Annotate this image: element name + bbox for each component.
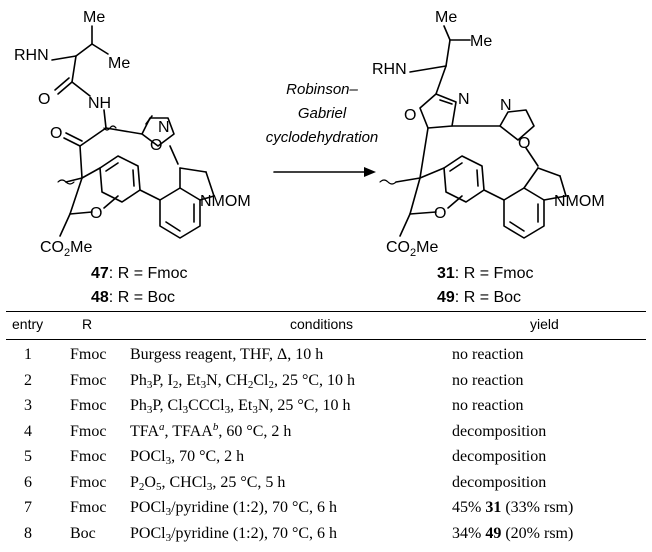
cell-yield: 45% 31 (33% rsm) xyxy=(452,499,574,516)
cell-entry: 1 xyxy=(24,346,32,363)
cell-conditions: Burgess reagent, THF, Δ, 10 h xyxy=(130,346,324,363)
atom-o-oxazole-2: O xyxy=(518,135,530,152)
atom-o-oxazole-1: O xyxy=(404,107,416,124)
cell-entry: 6 xyxy=(24,473,32,491)
label-compound-49: 49: R = Boc xyxy=(437,289,521,306)
atom-me-side-product: Me xyxy=(470,33,492,50)
cell-conditions: POCl3/pyridine (1:2), 70 °C, 6 h xyxy=(130,524,338,544)
atom-n-oxazole: N xyxy=(158,119,170,136)
cell-yield: no reaction xyxy=(452,371,524,389)
atom-co2me-start: CO2Me xyxy=(40,239,92,259)
product-structure: Me Me RHN N O N O O xyxy=(372,9,605,259)
cell-r: Fmoc xyxy=(70,371,107,389)
atom-nmom-product: NMOM xyxy=(554,193,605,210)
cell-conditions: POCl3/pyridine (1:2), 70 °C, 6 h xyxy=(130,499,338,518)
header-yield: yield xyxy=(530,316,559,332)
cell-conditions: Ph3P, Cl3CCCl3, Et3N, 25 °C, 10 h xyxy=(130,397,351,416)
cell-entry: 2 xyxy=(24,371,32,389)
cell-yield: decomposition xyxy=(452,422,547,440)
header-r: R xyxy=(82,316,93,332)
cell-r: Fmoc xyxy=(70,422,107,440)
atom-o-ketone: O xyxy=(50,125,62,142)
atom-me-side: Me xyxy=(108,55,130,72)
atom-nh: NH xyxy=(88,95,111,112)
cell-conditions: TFAa, TFAAb, 60 °C, 2 h xyxy=(130,420,292,440)
atom-o-furan-product: O xyxy=(434,205,446,222)
cell-conditions: Ph3P, I2, Et3N, CH2Cl2, 25 °C, 10 h xyxy=(130,371,356,391)
cell-yield: no reaction xyxy=(452,397,524,414)
cell-r: Fmoc xyxy=(70,499,107,516)
cell-r: Fmoc xyxy=(70,346,107,363)
atom-me-top-product: Me xyxy=(435,9,457,26)
cell-r: Fmoc xyxy=(70,397,107,414)
cell-entry: 8 xyxy=(24,524,32,542)
cell-yield: 34% 49 (20% rsm) xyxy=(452,524,574,542)
cell-yield: no reaction xyxy=(452,346,524,363)
cell-r: Fmoc xyxy=(70,473,107,491)
atom-co2me-product: CO2Me xyxy=(386,239,438,259)
atom-o-furan: O xyxy=(90,205,102,222)
header-entry: entry xyxy=(12,316,44,332)
cell-yield: decomposition xyxy=(452,448,547,465)
reaction-arrow: Robinson– Gabriel cyclodehydration xyxy=(266,81,379,177)
cell-entry: 4 xyxy=(24,422,32,440)
atom-me-top: Me xyxy=(83,9,105,26)
atom-nmom-start: NMOM xyxy=(200,193,251,210)
cell-r: Fmoc xyxy=(70,448,107,465)
table-top-rule xyxy=(6,311,646,312)
starting-material-structure: Me Me RHN O NH O O N O xyxy=(14,9,251,259)
atom-rhn: RHN xyxy=(14,47,49,64)
reaction-scheme: Me Me RHN O NH O O N O xyxy=(14,9,605,306)
label-compound-48: 48: R = Boc xyxy=(91,289,175,306)
cell-conditions: POCl3, 70 °C, 2 h xyxy=(130,448,245,467)
reagent-line-3: cyclodehydration xyxy=(266,129,379,146)
table-header-rule xyxy=(6,339,646,340)
reagent-line-2: Gabriel xyxy=(298,105,347,122)
cell-entry: 7 xyxy=(24,499,32,516)
cell-conditions: P2O5, CHCl3, 25 °C, 5 h xyxy=(130,473,286,493)
atom-o-oxazole: O xyxy=(150,137,162,154)
cell-yield: decomposition xyxy=(452,473,547,491)
cell-entry: 3 xyxy=(24,397,32,414)
atom-n-oxazole-2: N xyxy=(500,97,512,114)
cell-entry: 5 xyxy=(24,448,32,465)
atom-rhn-product: RHN xyxy=(372,61,407,78)
label-compound-47: 47: R = Fmoc xyxy=(91,265,187,282)
label-compound-31: 31: R = Fmoc xyxy=(437,265,533,282)
atom-n-oxazole-1: N xyxy=(458,91,470,108)
header-conditions: conditions xyxy=(290,316,354,332)
cell-r: Boc xyxy=(70,524,96,542)
reagent-line-1: Robinson– xyxy=(286,81,358,98)
atom-o-amide: O xyxy=(38,91,50,108)
